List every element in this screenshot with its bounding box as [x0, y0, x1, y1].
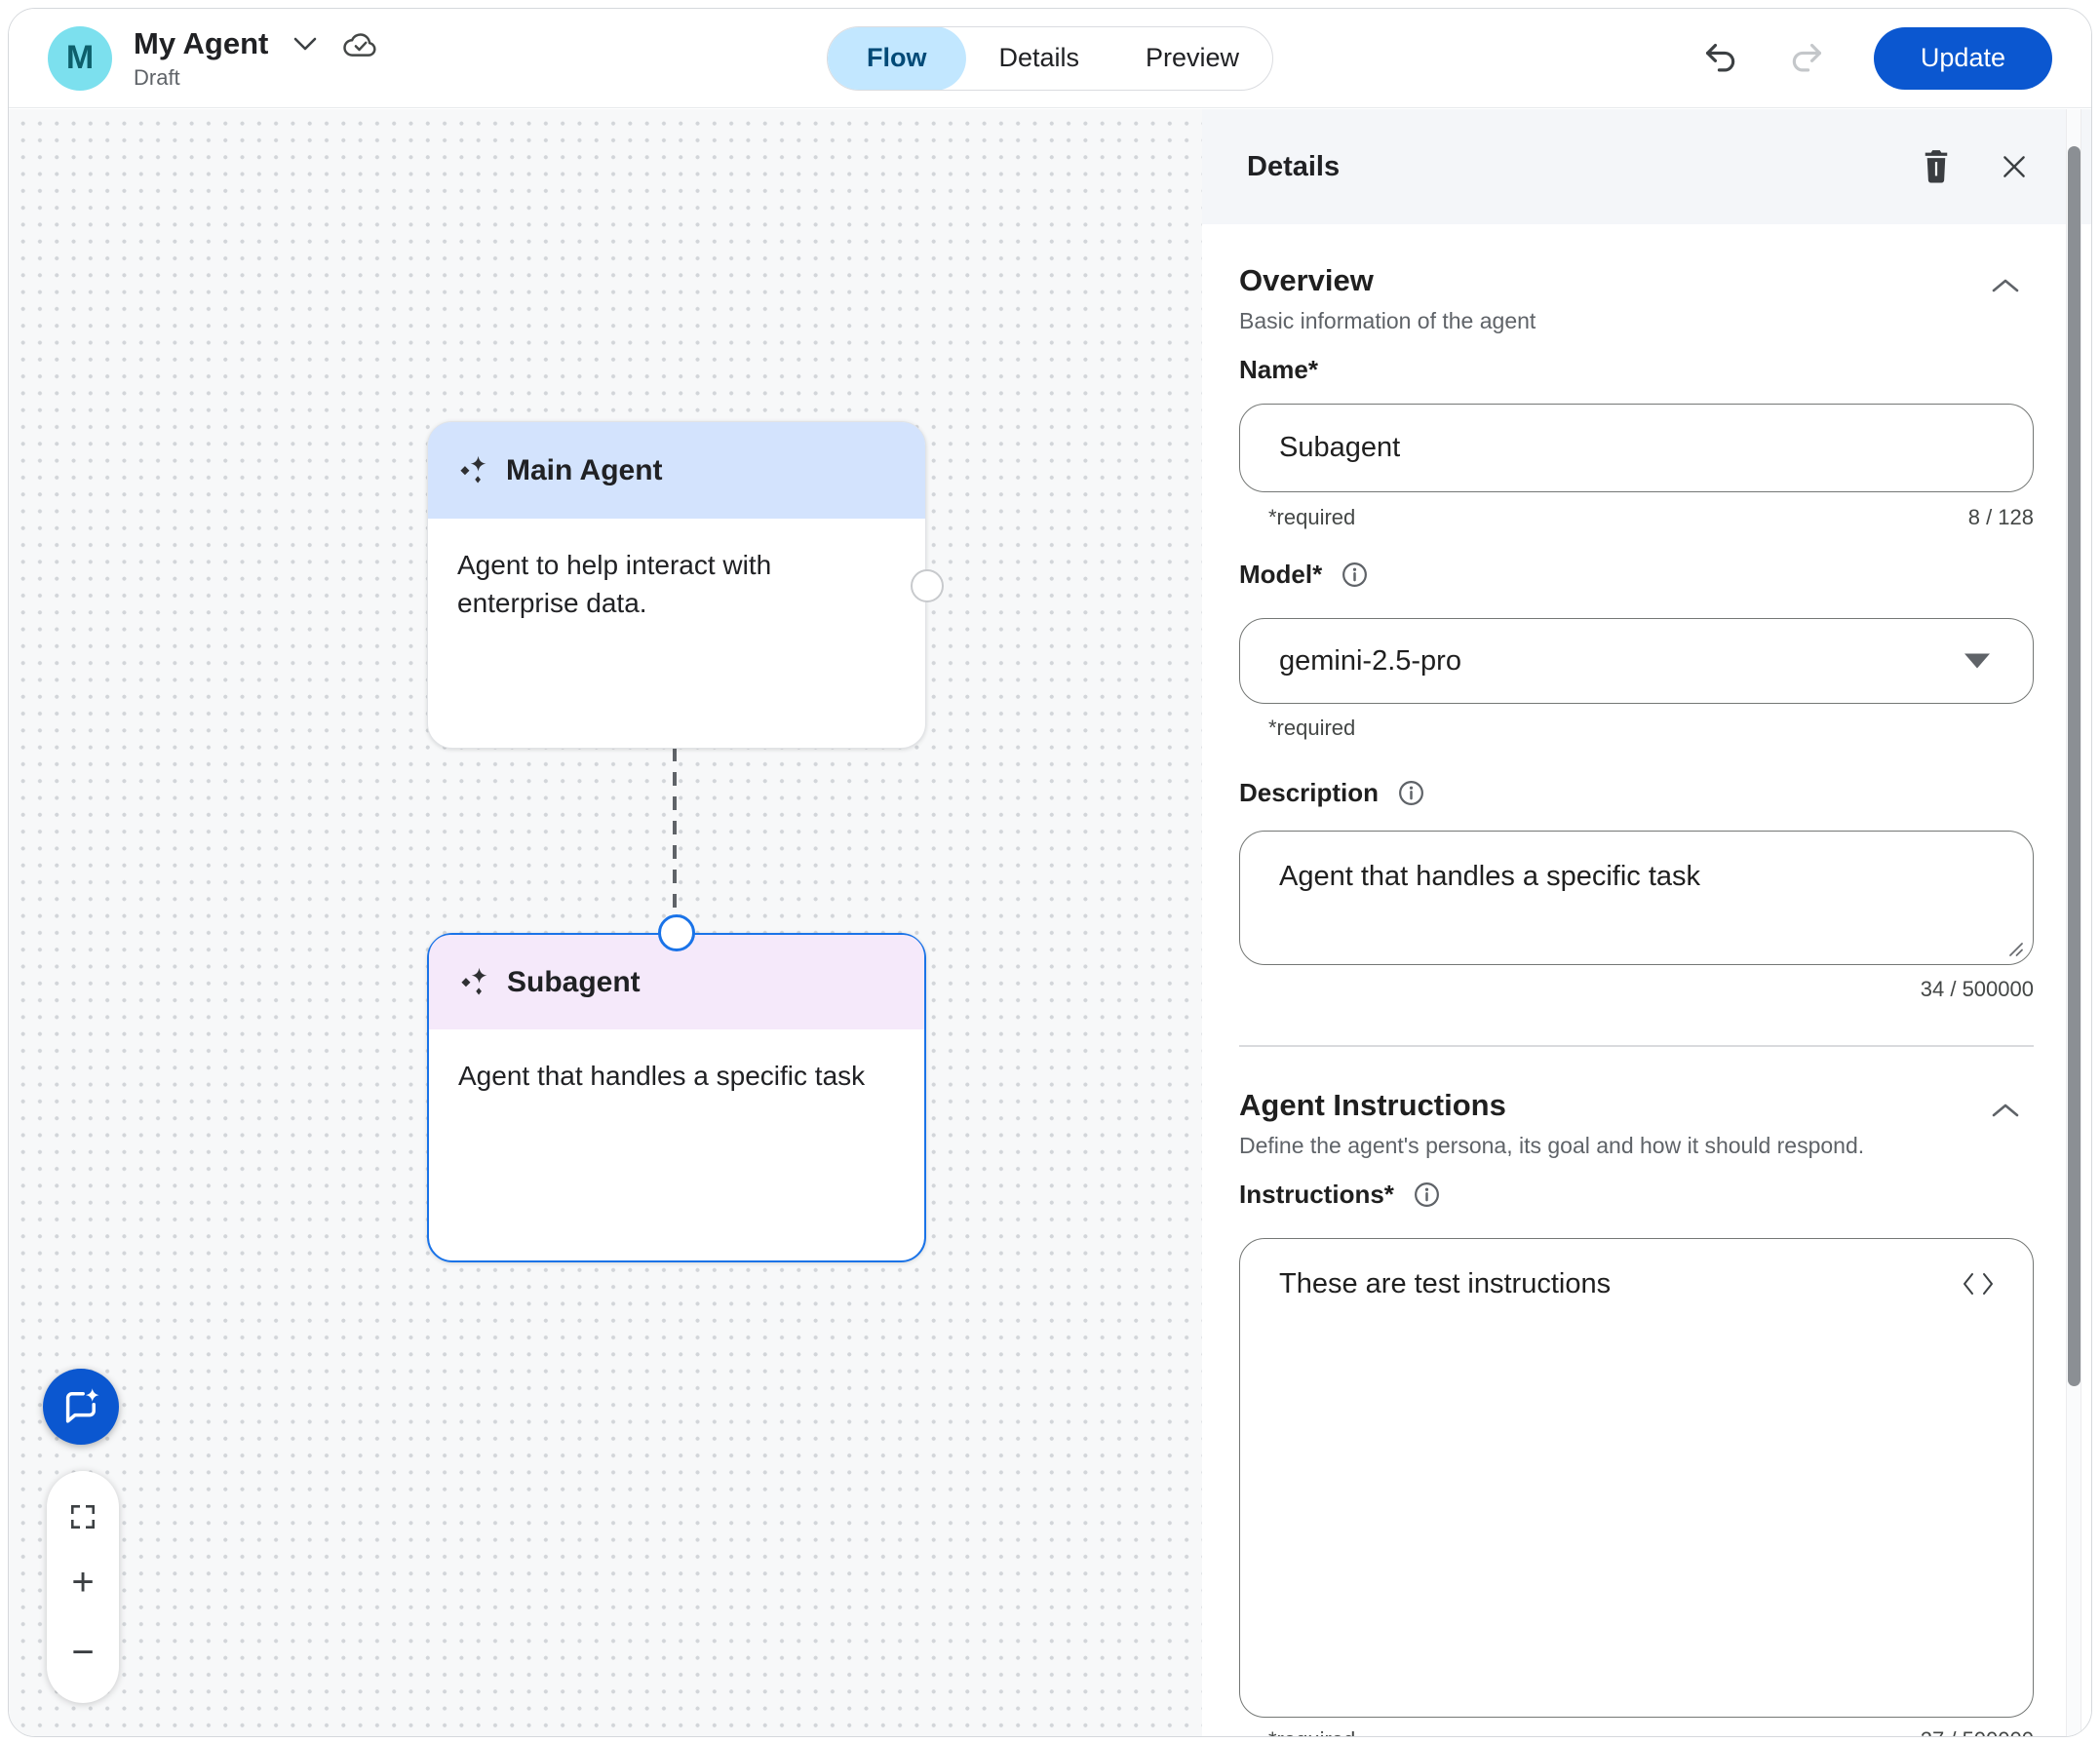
zoom-in-button[interactable]: +: [71, 1561, 95, 1604]
dropdown-caret-icon: [1964, 653, 1990, 669]
node-description: Agent to help interact with enterprise d…: [457, 550, 772, 619]
node-title: Subagent: [507, 965, 641, 998]
canvas-zoom-controls: + −: [47, 1471, 119, 1703]
instructions-value: These are test instructions: [1279, 1268, 1612, 1299]
instructions-label: Instructions*: [1239, 1180, 1394, 1209]
instructions-textarea[interactable]: These are test instructions: [1239, 1238, 2034, 1718]
app-window: M My Agent Draft: [8, 8, 2092, 1737]
avatar: M: [48, 25, 112, 91]
agent-instructions-subheading: Define the agent's persona, its goal and…: [1239, 1133, 1865, 1158]
description-label: Description: [1239, 778, 1380, 807]
name-required-hint: *required: [1268, 505, 1356, 529]
fit-screen-icon[interactable]: [68, 1502, 97, 1531]
agent-title-block: My Agent Draft: [134, 26, 379, 91]
description-value: Agent that handles a specific task: [1279, 861, 1701, 892]
panel-scrollbar[interactable]: [2066, 109, 2081, 1736]
chat-sparkle-icon: [59, 1385, 102, 1428]
delete-icon[interactable]: [1922, 150, 1951, 183]
tab-preview[interactable]: Preview: [1146, 43, 1240, 72]
cloud-done-icon: [342, 28, 379, 59]
app-header: M My Agent Draft: [9, 9, 2091, 108]
ai-chat-button[interactable]: [43, 1369, 119, 1445]
name-label: Name*: [1239, 355, 1318, 384]
node-main-agent-header: Main Agent: [428, 422, 925, 519]
flow-canvas[interactable]: Main Agent Agent to help interact with e…: [9, 109, 1202, 1736]
collapse-overview-chevron-up-icon[interactable]: [1990, 277, 2021, 294]
node-title: Main Agent: [506, 453, 663, 486]
name-char-counter: 8 / 128: [1967, 505, 2034, 529]
resize-grip-icon[interactable]: [2003, 937, 2025, 958]
update-button[interactable]: Update: [1873, 26, 2052, 90]
sparkle-icon: [457, 454, 490, 487]
name-value: Subagent: [1279, 432, 1401, 463]
node-input-handle[interactable]: [658, 914, 695, 951]
name-input[interactable]: Subagent: [1239, 404, 2034, 492]
instructions-required-hint: *required: [1239, 1727, 1355, 1736]
collapse-instructions-chevron-up-icon[interactable]: [1990, 1102, 2021, 1119]
description-label-row: Description: [1239, 778, 1426, 808]
description-textarea[interactable]: Agent that handles a specific task: [1239, 831, 2034, 965]
details-panel: Details Overview Basic information: [1202, 109, 2091, 1736]
node-output-handle[interactable]: [911, 569, 944, 602]
details-panel-header: Details: [1202, 109, 2091, 224]
agent-identity: M My Agent Draft: [48, 25, 379, 91]
zoom-out-button[interactable]: −: [71, 1631, 95, 1674]
info-icon[interactable]: [1412, 1180, 1442, 1210]
instructions-meta-row: *required 27 / 500000: [1239, 1727, 2034, 1736]
description-meta-row: 34 / 500000: [1239, 977, 2034, 1002]
tab-details[interactable]: Details: [998, 43, 1079, 72]
model-select[interactable]: gemini-2.5-pro: [1239, 618, 2034, 704]
undo-icon[interactable]: [1702, 43, 1739, 74]
agent-title: My Agent: [134, 25, 269, 60]
node-subagent[interactable]: Subagent Agent that handles a specific t…: [427, 914, 926, 1262]
model-meta-row: *required: [1239, 716, 2034, 741]
instructions-label-row: Instructions*: [1239, 1180, 1442, 1210]
model-value: gemini-2.5-pro: [1279, 644, 1461, 677]
overview-subheading: Basic information of the agent: [1239, 308, 1536, 333]
code-icon[interactable]: [1961, 1270, 1996, 1298]
name-meta-row: *required 8 / 128: [1239, 505, 2034, 530]
section-divider: [1239, 1045, 2034, 1047]
close-icon[interactable]: [2000, 152, 2029, 181]
chevron-down-icon[interactable]: [292, 35, 319, 53]
tab-flow[interactable]: Flow: [827, 26, 966, 90]
view-tabs: Flow Details Preview: [826, 25, 1274, 91]
instructions-char-counter: 27 / 500000: [1921, 1727, 2034, 1736]
model-label-row: Model*: [1239, 560, 1370, 590]
node-main-agent[interactable]: Main Agent Agent to help interact with e…: [427, 421, 944, 749]
info-icon[interactable]: [1340, 560, 1370, 590]
overview-heading: Overview: [1239, 263, 1374, 297]
sparkle-icon: [458, 966, 491, 999]
avatar-letter: M: [65, 39, 95, 76]
agent-instructions-heading: Agent Instructions: [1239, 1088, 1506, 1122]
model-label: Model*: [1239, 560, 1323, 589]
edge-connector: [673, 748, 677, 917]
description-char-counter: 34 / 500000: [1920, 977, 2034, 1001]
model-required-hint: *required: [1268, 716, 1356, 740]
scrollbar-thumb[interactable]: [2068, 146, 2081, 1386]
status-badge: Draft: [134, 64, 180, 90]
node-description: Agent that handles a specific task: [458, 1061, 866, 1091]
redo-icon[interactable]: [1788, 43, 1825, 74]
info-icon[interactable]: [1396, 778, 1426, 808]
panel-title: Details: [1247, 150, 1341, 182]
